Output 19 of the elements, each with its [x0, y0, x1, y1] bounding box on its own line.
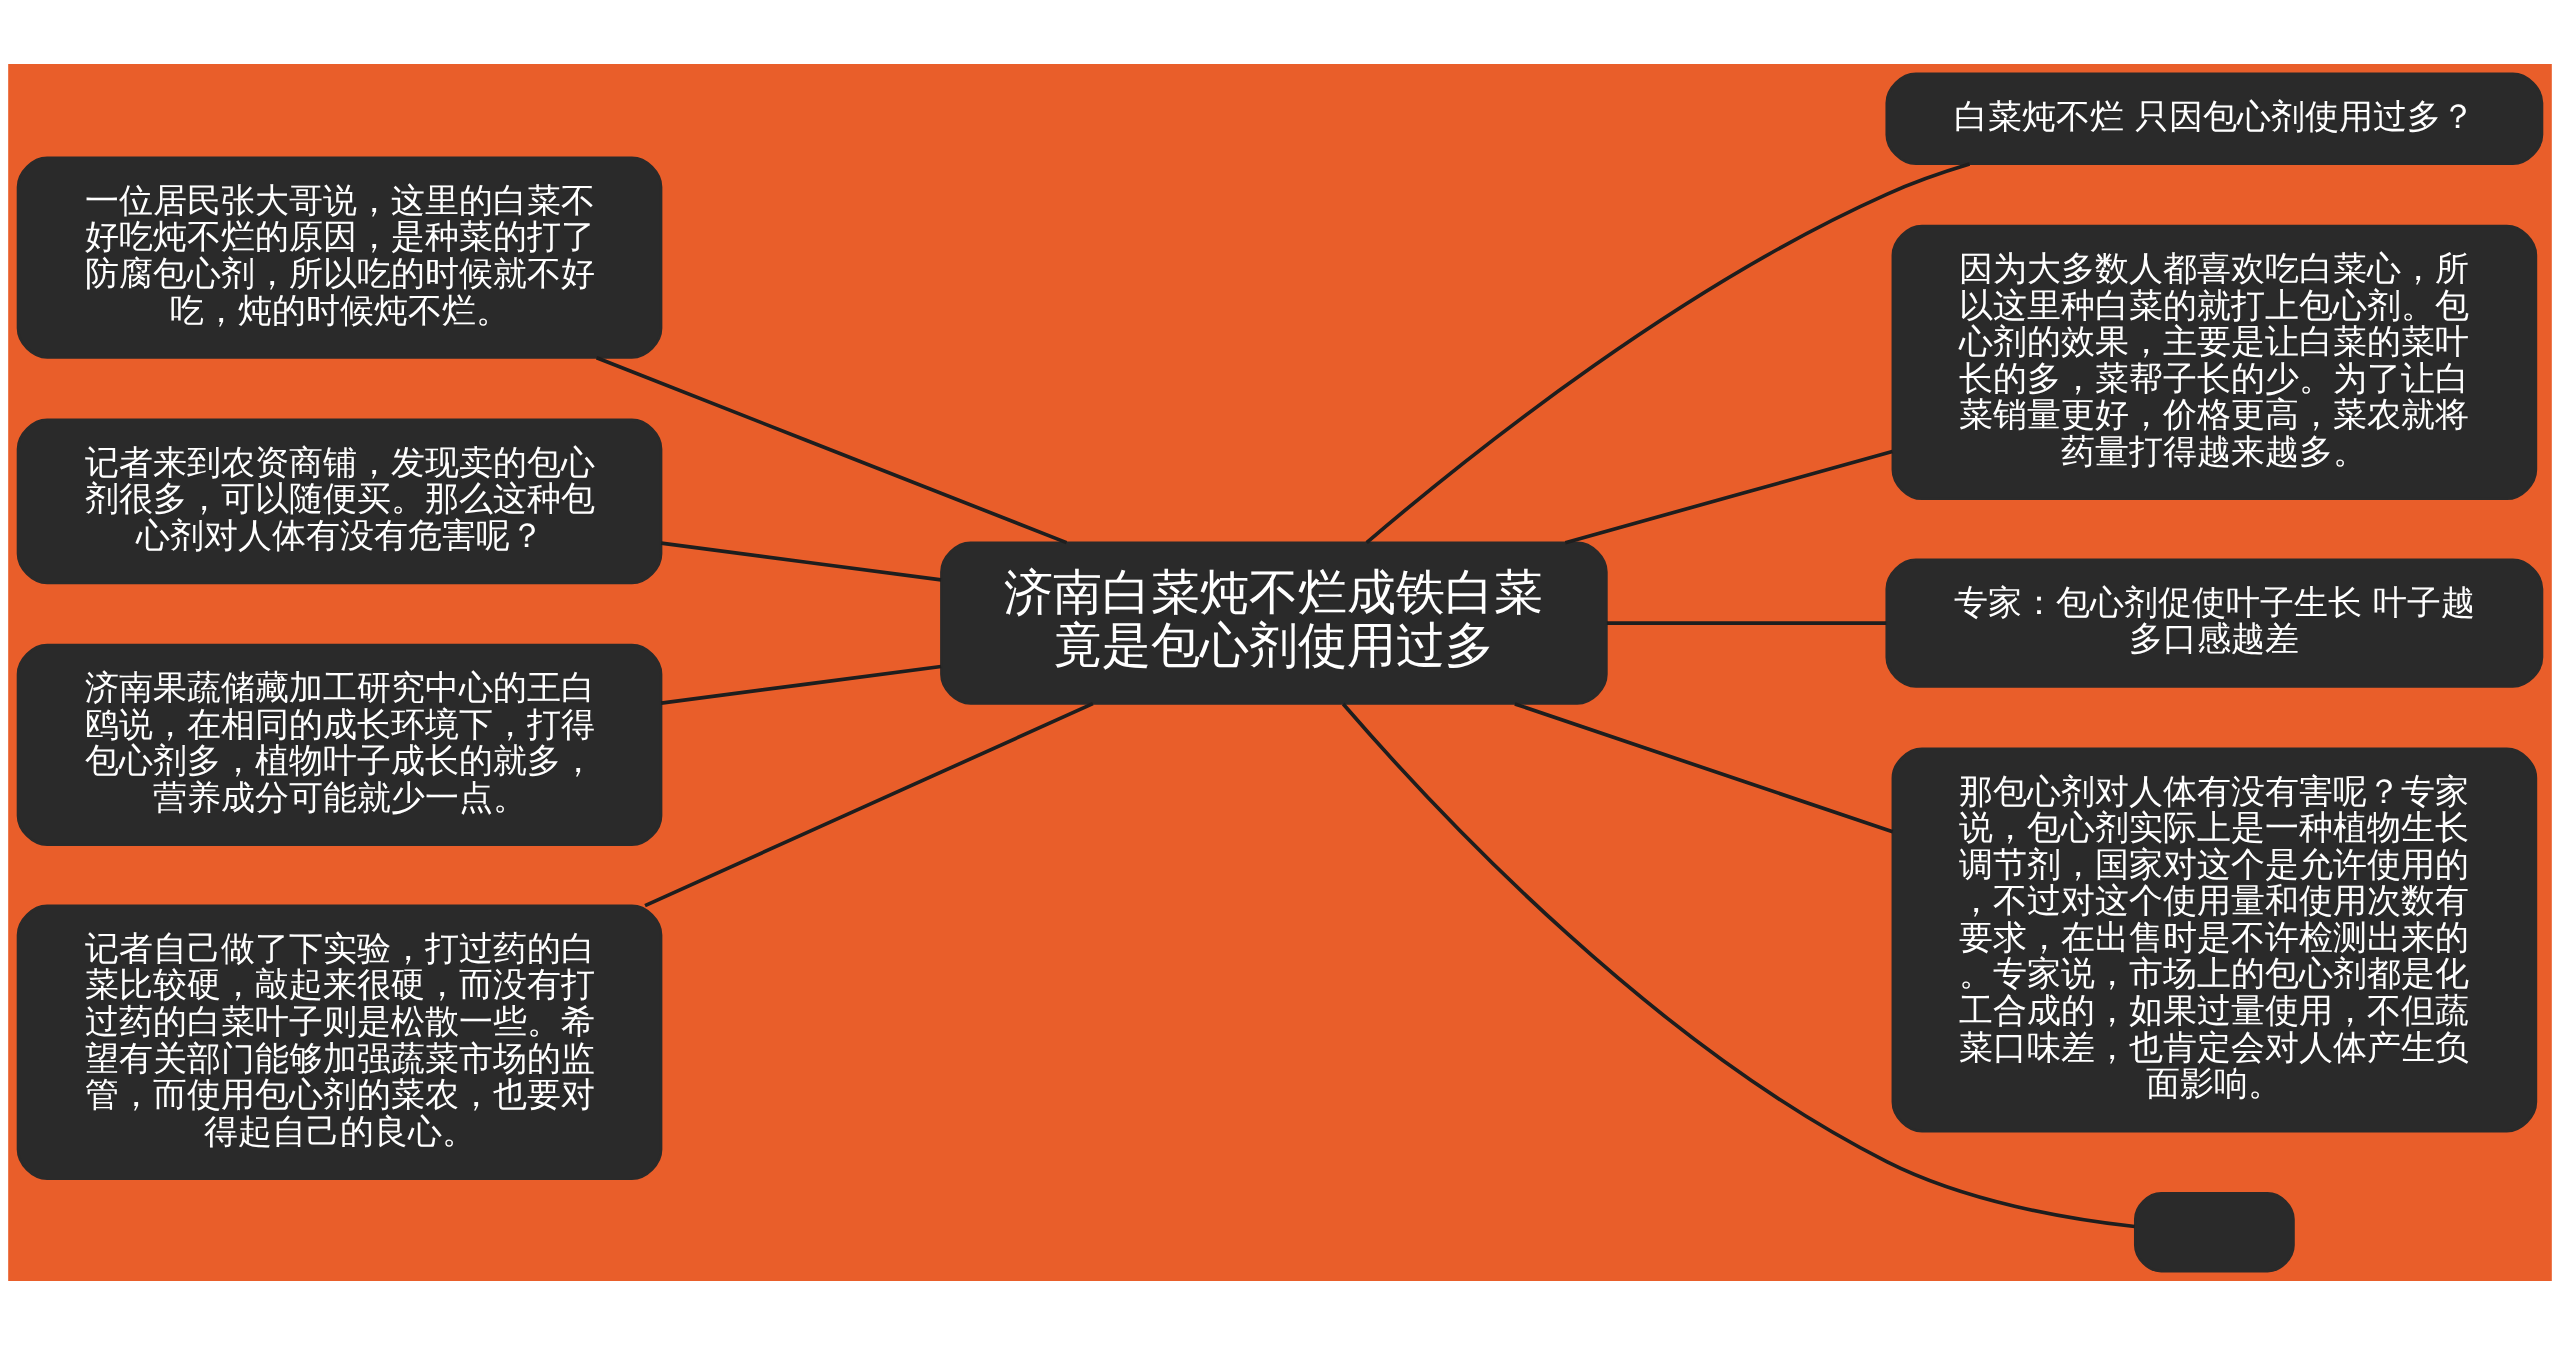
connector	[660, 541, 942, 582]
connector	[1606, 621, 1887, 625]
connector	[1514, 702, 1894, 834]
node-box: 专家：包心剂促使叶子生长 叶子越多口感越差	[1885, 558, 2544, 688]
node-box: 济南白菜炖不烂成铁白菜竟是包心剂使用过多	[940, 541, 1608, 705]
node-box: 一位居民张大哥说，这里的白菜不好吃炖不烂的原因，是种菜的打了防腐包心剂，所以吃的时候就不好吃，炖的时候炖不烂。	[16, 156, 663, 359]
node-box: 记者自己做了下实验，打过药的白菜比较硬，敲起来很硬，而没有打过药的白菜叶子则是松散一些。希望有关部门能够加强蔬菜市场的监管，而使用包心剂的菜农，也要对得起自己的良心。	[16, 904, 663, 1180]
node-box	[2133, 1192, 2295, 1273]
connector	[1341, 702, 2135, 1229]
node-box: 那包心剂对人体有没有害呢？专家说，包心剂实际上是一种植物生长调节剂，国家对这个是允许使用的，不过对这个使用量和使用次数有要求，在出售时是不许检测出来的。专家说，市场上的包心剂都是化工合成的，如果过量使用，不但蔬菜口味差，也肯定会对人体产生负面影响。	[1891, 747, 2538, 1133]
node-box: 白菜炖不烂 只因包心剂使用过多？	[1885, 72, 2544, 166]
connector	[660, 664, 942, 705]
node-box: 因为大多数人都喜欢吃白菜心，所以这里种白菜的就打上包心剂。包心剂的效果，主要是让白菜的菜叶长的多，菜帮子长的少。为了让白菜销量更好，价格更高，菜农就将药量打得越来越多。	[1891, 224, 2538, 501]
connector	[1365, 162, 1971, 544]
connector	[1564, 449, 1893, 545]
node-box: 济南果蔬储藏加工研究中心的王白鸥说，在相同的成长环境下，打得包心剂多，植物叶子成长的就多，营养成分可能就少一点。	[16, 643, 663, 847]
connector	[595, 356, 1068, 545]
connector	[644, 702, 1094, 908]
node-box: 记者来到农资商铺，发现卖的包心剂很多，可以随便买。那么这种包心剂对人体有没有危害呢？	[16, 418, 663, 585]
